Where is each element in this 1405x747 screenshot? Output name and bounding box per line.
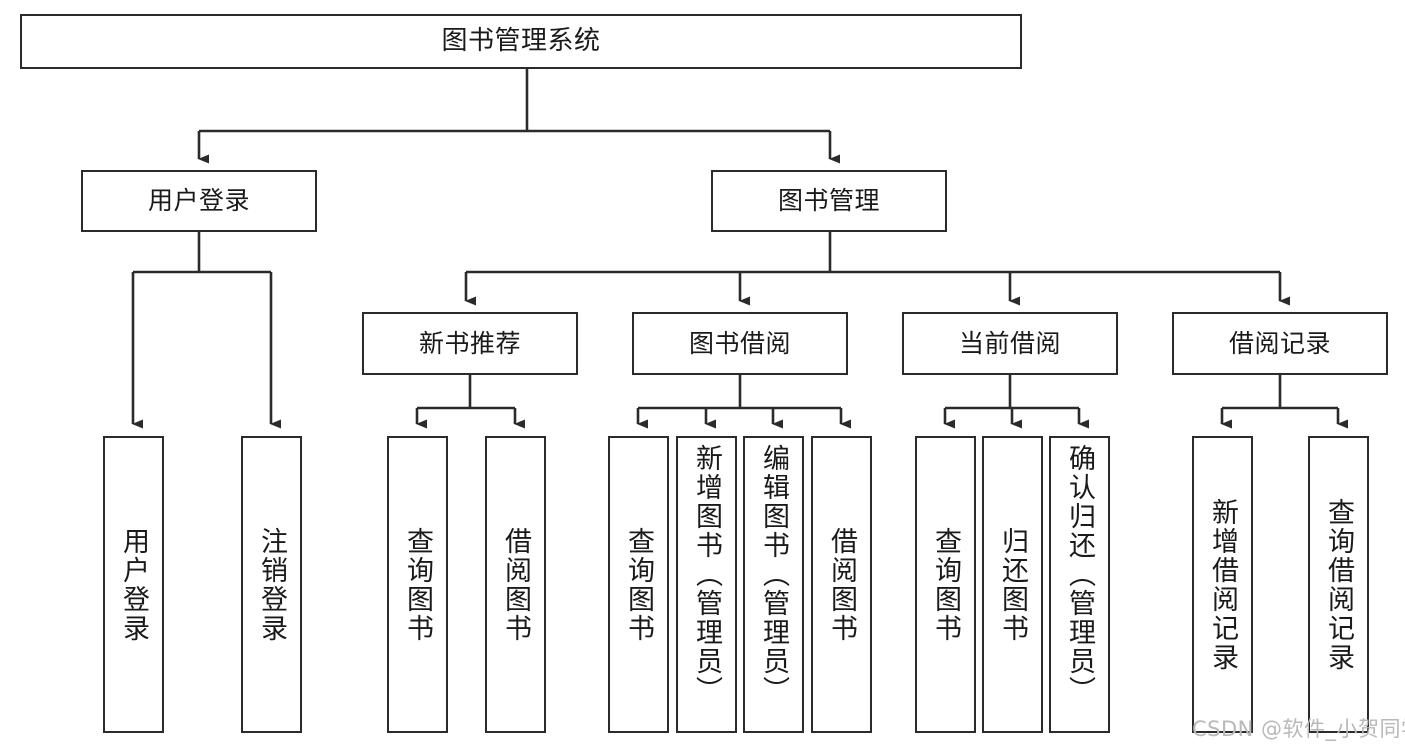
node-label: 查询图书 xyxy=(623,526,654,643)
node-label: 查询图书 xyxy=(930,526,961,643)
leaf-return-book[interactable]: 归还图书 xyxy=(982,436,1043,733)
node-user-login[interactable]: 用户登录 xyxy=(81,170,317,232)
node-current-borrow[interactable]: 当前借阅 xyxy=(902,312,1118,375)
node-label: 借阅记录 xyxy=(1228,328,1331,358)
node-label: 编辑图书（管理员） xyxy=(758,444,789,705)
node-label: 查询借阅记录 xyxy=(1323,497,1354,672)
node-book-borrow[interactable]: 图书借阅 xyxy=(632,312,848,375)
node-label: 借阅图书 xyxy=(826,526,857,643)
leaf-logout[interactable]: 注销登录 xyxy=(241,436,302,733)
node-borrow-record[interactable]: 借阅记录 xyxy=(1172,312,1388,375)
leaf-query-borrow-record[interactable]: 查询借阅记录 xyxy=(1308,436,1369,733)
node-label: 图书管理 xyxy=(777,186,880,216)
leaf-add-borrow-record[interactable]: 新增借阅记录 xyxy=(1192,436,1253,733)
leaf-query-book-borrow[interactable]: 查询图书 xyxy=(608,436,669,733)
leaf-edit-book-admin[interactable]: 编辑图书（管理员） xyxy=(743,436,804,733)
leaf-borrow-book-recommend[interactable]: 借阅图书 xyxy=(485,436,546,733)
node-label: 借阅图书 xyxy=(500,526,531,643)
node-new-book-recommend[interactable]: 新书推荐 xyxy=(362,312,578,375)
node-label: 注销登录 xyxy=(256,526,287,643)
csdn-watermark: CSDN @软件_小贺同学 xyxy=(1192,717,1405,741)
node-book-management[interactable]: 图书管理 xyxy=(711,170,947,232)
node-label: 图书借阅 xyxy=(688,328,791,358)
node-label: 用户登录 xyxy=(118,526,149,643)
leaf-borrow-book-borrow[interactable]: 借阅图书 xyxy=(811,436,872,733)
node-label: 新书推荐 xyxy=(418,328,521,358)
node-label: 用户登录 xyxy=(147,186,250,216)
node-label: 图书管理系统 xyxy=(441,26,601,57)
node-label: 归还图书 xyxy=(997,526,1028,643)
node-label: 当前借阅 xyxy=(958,328,1061,358)
leaf-query-book-recommend[interactable]: 查询图书 xyxy=(387,436,448,733)
node-root-book-management-system[interactable]: 图书管理系统 xyxy=(20,14,1022,69)
leaf-add-book-admin[interactable]: 新增图书（管理员） xyxy=(676,436,737,733)
node-label: 确认归还（管理员） xyxy=(1064,444,1095,705)
leaf-confirm-return-admin[interactable]: 确认归还（管理员） xyxy=(1049,436,1110,733)
leaf-query-book-current[interactable]: 查询图书 xyxy=(915,436,976,733)
node-label: 新增借阅记录 xyxy=(1207,497,1238,672)
node-label: 查询图书 xyxy=(402,526,433,643)
leaf-user-login[interactable]: 用户登录 xyxy=(103,436,164,733)
node-label: 新增图书（管理员） xyxy=(691,444,722,705)
